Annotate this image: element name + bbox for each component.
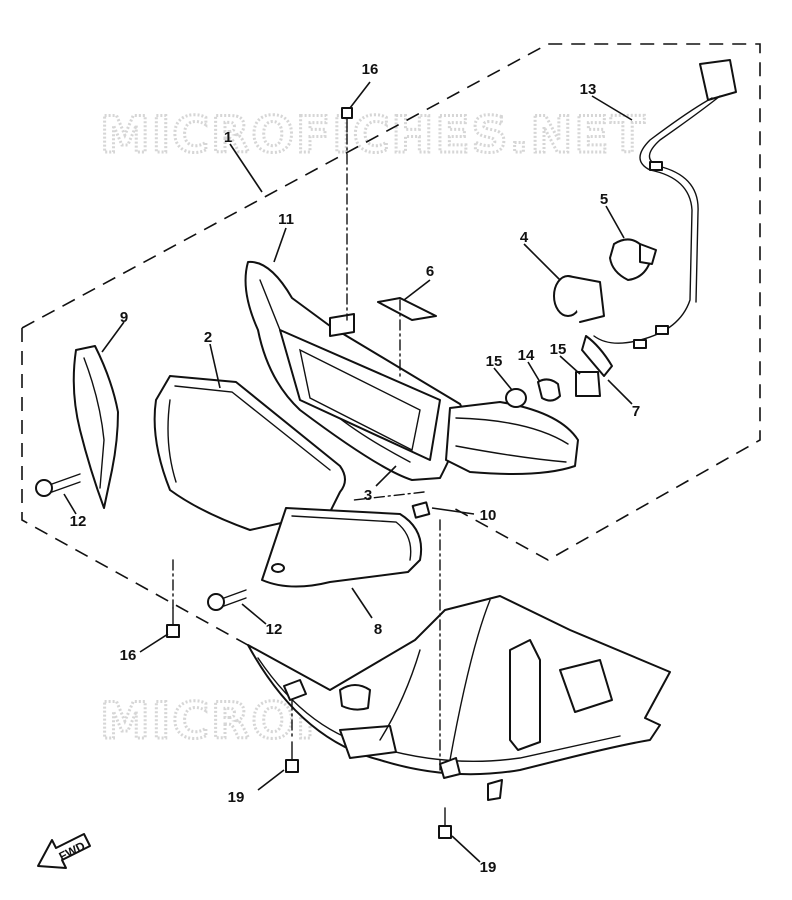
part-10-nut: [411, 501, 431, 519]
part-19-screw-right: [438, 807, 452, 839]
callout-11: 11: [278, 211, 294, 228]
leader-lines: [63, 81, 633, 863]
part-18-screw: [341, 107, 353, 133]
part-7-wire-socket: [581, 335, 613, 377]
callout-18: 16: [362, 61, 379, 78]
watermark-top: MICROFICHES.NET: [100, 106, 647, 164]
callout-2: 2: [204, 329, 212, 346]
part-4-socket: [553, 275, 605, 323]
callout-13: 13: [580, 81, 597, 98]
part-14-small-bulb: [537, 378, 561, 402]
part-6-bracket: [377, 297, 437, 321]
part-11-headlight-frame: [244, 260, 464, 481]
part-13-wire-harness: [593, 59, 737, 349]
callout-19-left: 19: [228, 789, 245, 806]
lower-cowling: [247, 595, 671, 801]
callout-6: 6: [426, 263, 434, 280]
part-8-lower-lens: [261, 507, 422, 588]
part-3-reflector: [445, 401, 579, 475]
callout-16: 15: [486, 353, 503, 370]
callout-12-lower: 12: [266, 621, 283, 638]
fwd-arrow-icon: FWD: [37, 833, 91, 869]
callout-9: 9: [120, 309, 128, 326]
callout-17: 16: [120, 647, 137, 664]
part-16-grommet: [505, 388, 527, 408]
part-19-screw-left: [285, 741, 299, 773]
part-17-screw: [166, 607, 180, 638]
part-12-bolt-lower: [207, 589, 247, 611]
part-5-bulb: [609, 238, 657, 281]
part-15-small-socket: [575, 371, 601, 397]
assembly-boundary: [21, 43, 761, 686]
callout-3: 3: [364, 487, 372, 504]
callout-10: 10: [480, 507, 497, 524]
callout-7: 7: [632, 403, 640, 420]
callout-19-right: 19: [480, 859, 497, 876]
callout-15: 15: [550, 341, 567, 358]
callout-5: 5: [600, 191, 608, 208]
callout-8: 8: [374, 621, 382, 638]
callout-12-upper: 12: [70, 513, 87, 530]
part-9-side-lens: [72, 345, 119, 509]
callout-14: 14: [518, 347, 535, 364]
part-12-bolt-upper: [35, 473, 81, 497]
part-2-lens-housing: [153, 375, 346, 531]
callout-1: 1: [224, 129, 232, 146]
callout-4: 4: [520, 229, 529, 246]
